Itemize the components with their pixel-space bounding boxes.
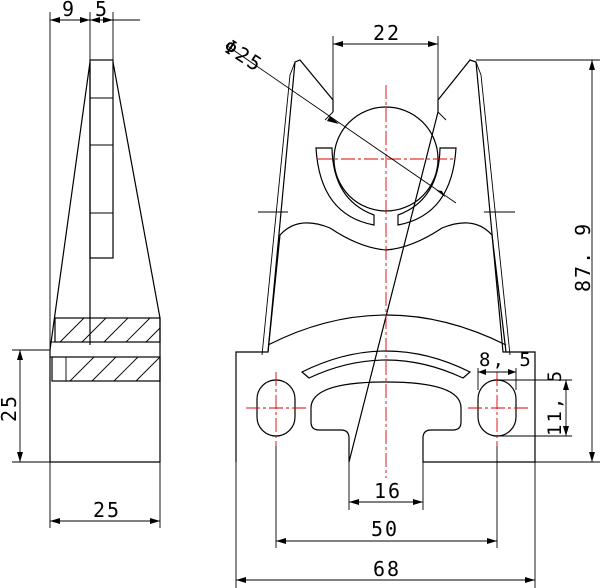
dim-slot-spacing: 50: [371, 517, 399, 541]
dim-stem-width: 16: [374, 479, 402, 503]
dim-left-width: 25: [93, 498, 121, 522]
section-hatching: [59, 317, 161, 382]
dim-left-height: 25: [0, 394, 21, 422]
front-view: [235, 59, 536, 463]
dim-left-thickness-b: 5: [95, 0, 109, 21]
dim-slot-height: 11, 5: [544, 369, 566, 436]
dim-overall-width: 68: [373, 557, 401, 581]
dim-slot-width: 8, 5: [479, 349, 533, 371]
side-view-dimensions: 9 5 25 25: [0, 0, 161, 528]
side-view: [49, 59, 161, 463]
dim-hole-diameter: Φ25: [219, 34, 267, 77]
inner-window: [267, 222, 507, 353]
outer-outline: [235, 59, 536, 463]
dim-top-opening: 22: [373, 21, 401, 45]
front-view-dimensions: Φ25 22 87. 9 8, 5 11, 5 1: [219, 21, 600, 588]
dim-overall-height: 87. 9: [571, 222, 595, 292]
dim-left-thickness-a: 9: [62, 0, 76, 21]
centerlines: [246, 85, 528, 478]
